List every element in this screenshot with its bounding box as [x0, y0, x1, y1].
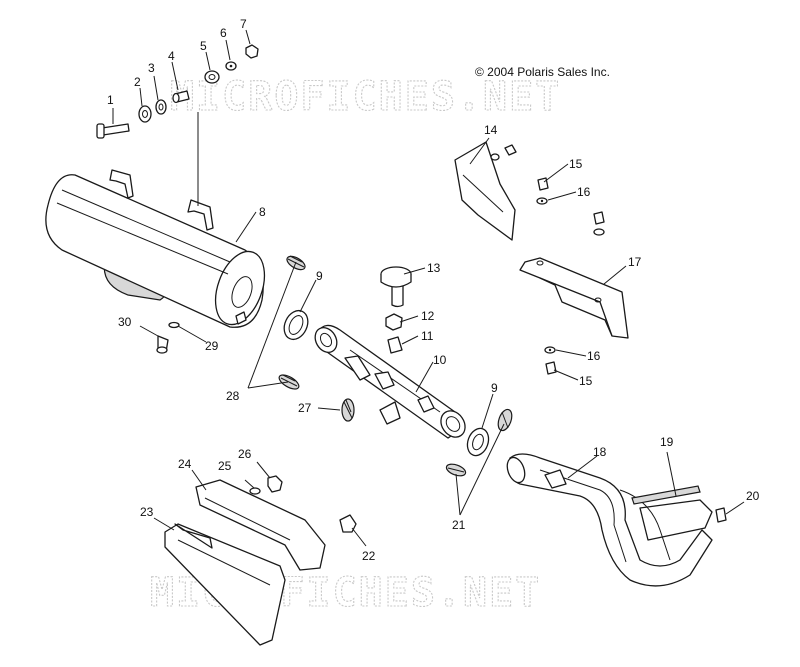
heat-shield-14 — [454, 141, 517, 241]
head-pipe — [506, 453, 713, 587]
callout-14: 14 — [484, 123, 498, 137]
nut-26 — [267, 475, 283, 493]
ring-gasket-9b — [466, 427, 490, 457]
clamp-11 — [387, 336, 403, 354]
muffler — [45, 169, 266, 328]
nut-12 — [385, 313, 403, 331]
callout-4: 4 — [168, 49, 175, 63]
spacer-4 — [172, 90, 190, 104]
callout-24: 24 — [178, 457, 192, 471]
washer-3 — [155, 99, 167, 115]
bracket-17 — [519, 257, 629, 339]
callout-2: 2 — [134, 75, 141, 89]
callout-7: 7 — [240, 17, 247, 31]
leader-lines — [112, 29, 745, 547]
bolt-small-a — [593, 211, 605, 236]
callout-29: 29 — [205, 339, 219, 353]
callout-13: 13 — [427, 261, 441, 275]
nut-2 — [138, 105, 152, 123]
bolt-15b — [545, 361, 557, 375]
callout-8: 8 — [259, 205, 266, 219]
callout-25: 25 — [218, 459, 232, 473]
washer-16b — [544, 346, 556, 354]
fitting-22 — [339, 514, 357, 533]
washer-25 — [249, 487, 261, 495]
copyright-text: © 2004 Polaris Sales Inc. — [475, 65, 610, 79]
callout-16-top: 16 — [577, 185, 591, 199]
callout-5: 5 — [200, 39, 207, 53]
callout-12: 12 — [421, 309, 435, 323]
callout-11: 11 — [421, 329, 434, 343]
callout-27: 27 — [298, 401, 312, 415]
callout-1: 1 — [107, 93, 114, 107]
callout-9-left: 9 — [316, 269, 323, 283]
heat-shield-24 — [195, 479, 326, 571]
callout-20: 20 — [746, 489, 760, 503]
gasket-27 — [341, 398, 355, 422]
gasket-28b — [278, 374, 300, 390]
gasket-21b — [445, 463, 467, 477]
callout-19: 19 — [660, 435, 674, 449]
callout-3: 3 — [148, 61, 155, 75]
callout-23: 23 — [140, 505, 154, 519]
callout-10: 10 — [433, 353, 447, 367]
callout-28: 28 — [226, 389, 240, 403]
callout-17: 17 — [628, 255, 642, 269]
callout-30: 30 — [118, 315, 132, 329]
gasket-21a — [497, 408, 513, 432]
watermark-top: MICROFICHES.NET — [170, 74, 561, 120]
nut-7 — [245, 44, 259, 59]
bolt-20 — [715, 507, 727, 523]
mid-pipe — [314, 324, 466, 439]
gasket-19 — [631, 485, 701, 505]
ring-gasket-9a — [283, 309, 309, 341]
grommet-5 — [204, 70, 220, 84]
callout-9-right: 9 — [491, 381, 498, 395]
bolt-1 — [96, 123, 130, 139]
heat-shield-23 — [164, 523, 286, 646]
callout-18: 18 — [593, 445, 607, 459]
callout-15-top: 15 — [569, 157, 583, 171]
bolt-30 — [156, 335, 169, 354]
callout-16-bottom: 16 — [587, 349, 601, 363]
hanger-13 — [380, 266, 412, 308]
washer-6 — [225, 61, 237, 71]
clip-29 — [168, 321, 180, 329]
callout-15-bottom: 15 — [579, 374, 593, 388]
callout-labels: 1 2 3 4 5 6 7 8 9 9 10 11 12 13 14 15 15… — [107, 17, 760, 563]
callout-22: 22 — [362, 549, 376, 563]
callout-21: 21 — [452, 518, 466, 532]
callout-6: 6 — [220, 26, 227, 40]
washer-16a — [536, 197, 548, 205]
callout-26: 26 — [238, 447, 252, 461]
